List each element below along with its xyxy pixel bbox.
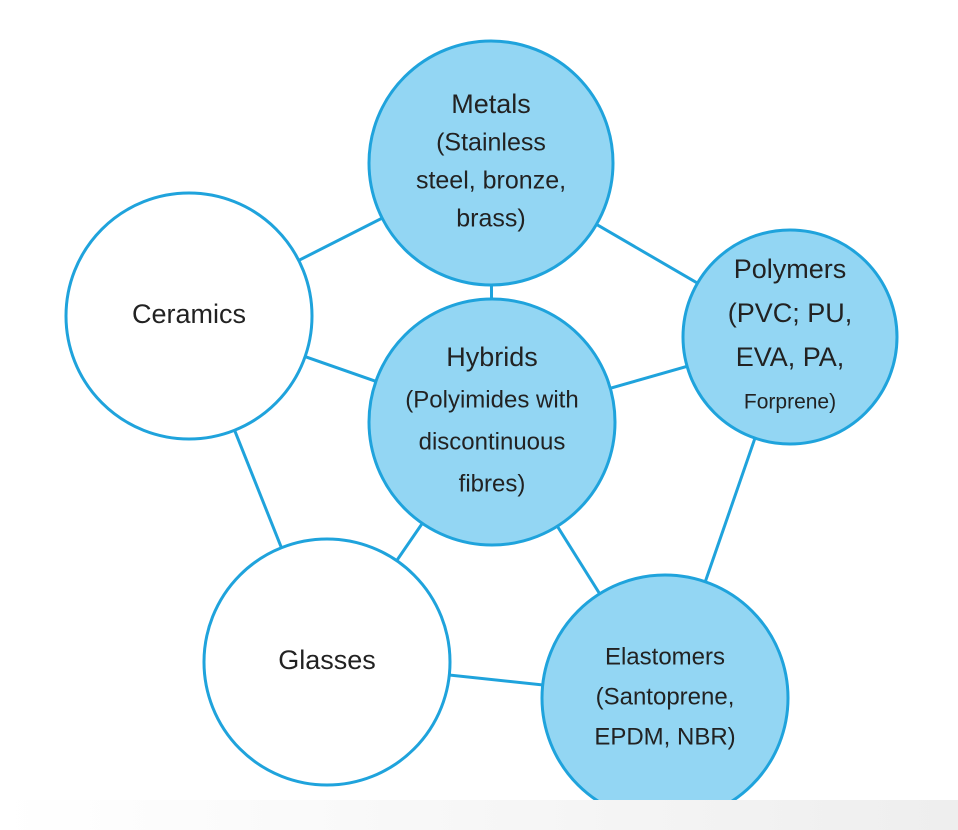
node-metals-label: Metals (Stainless steel, bronze, brass) xyxy=(416,89,566,232)
node-hybrids-label-line: discontinuous xyxy=(419,428,566,455)
node-polymers-label: Polymers (PVC; PU, EVA, PA, Forprene) xyxy=(728,254,853,413)
node-polymers-label-line: Forprene) xyxy=(744,391,836,414)
node-metals-circle xyxy=(367,39,615,287)
node-labels: Metals (Stainless steel, bronze, brass) Cera… xyxy=(132,89,852,750)
node-polymers-label-line: EVA, PA, xyxy=(736,342,845,372)
node-glasses-circle xyxy=(202,537,452,787)
node-elastomers-label-line: Elastomers xyxy=(605,643,725,670)
node-circles xyxy=(64,39,899,823)
node-hybrids-label-line: (Polyimides with xyxy=(405,386,578,413)
node-elastomers-label-line: (Santoprene, xyxy=(596,683,735,710)
node-hybrids-label-line: fibres) xyxy=(459,470,526,497)
node-polymers-label-line: Polymers xyxy=(734,254,847,284)
node-metals-label-line: steel, bronze, xyxy=(416,167,566,195)
node-glasses-label: Glasses xyxy=(278,645,376,675)
bottom-shade xyxy=(0,800,958,830)
node-metals-label-line: brass) xyxy=(456,205,525,233)
node-metals-label-line: Metals xyxy=(451,89,531,119)
node-polymers-circle xyxy=(681,228,899,446)
node-elastomers-label: Elastomers (Santoprene, EPDM, NBR) xyxy=(594,643,735,750)
node-ceramics-label: Ceramics xyxy=(132,299,246,329)
node-ceramics-label-line: Ceramics xyxy=(132,299,246,329)
node-polymers-label-line: (PVC; PU, xyxy=(728,298,853,328)
node-hybrids-circle xyxy=(367,297,617,547)
node-elastomers-label-line: EPDM, NBR) xyxy=(594,723,735,750)
node-ceramics-circle xyxy=(64,191,314,441)
node-metals-label-line: (Stainless xyxy=(436,129,546,157)
node-hybrids-label: Hybrids (Polyimides with discontinuous fibr… xyxy=(405,342,578,497)
node-hybrids-label-line: Hybrids xyxy=(446,342,538,372)
node-glasses-label-line: Glasses xyxy=(278,645,376,675)
